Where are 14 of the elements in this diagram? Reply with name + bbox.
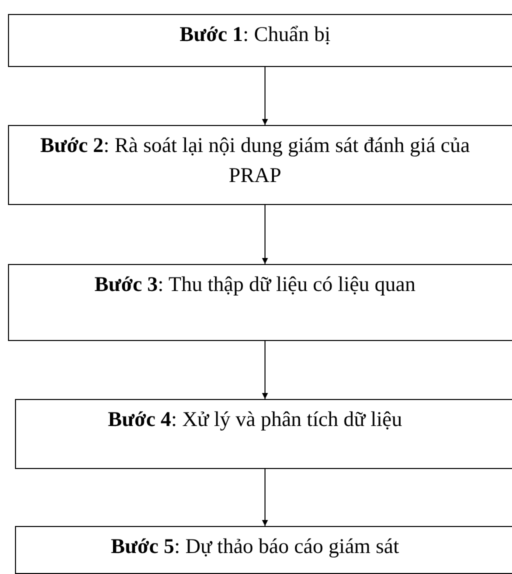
process-box xyxy=(15,399,512,469)
process-box xyxy=(8,14,512,67)
process-box xyxy=(8,264,512,341)
step-text: Bước 3: Thu thập dữ liệu có liệu quan xyxy=(94,272,416,296)
process-box xyxy=(15,526,512,574)
step-text: Bước 5: Dự thảo báo cáo giám sát xyxy=(110,534,400,558)
process-box xyxy=(8,125,512,205)
arrow xyxy=(262,66,268,126)
arrow xyxy=(262,340,268,400)
arrow xyxy=(262,468,268,526)
step-text: Bước 1: Chuẩn bị xyxy=(180,22,330,46)
arrow xyxy=(262,204,268,264)
step-text: Bước 4: Xử lý và phân tích dữ liệu xyxy=(108,407,402,431)
step-text: Bước 2: Rà soát lại nội dung giám sát đánh giá của PRAP xyxy=(40,133,470,187)
